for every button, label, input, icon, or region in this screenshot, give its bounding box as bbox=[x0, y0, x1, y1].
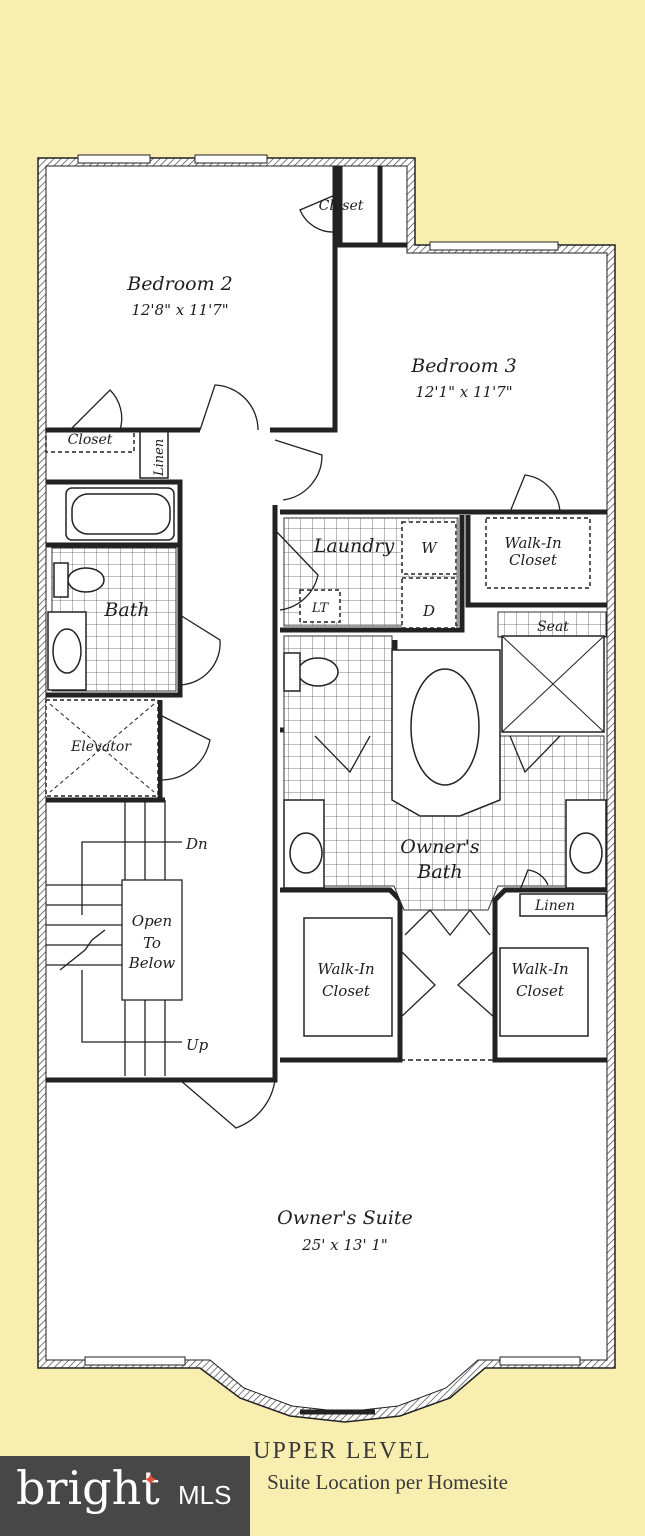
linen-left-label: Linen bbox=[152, 439, 167, 477]
owners-suite-label: Owner's Suite bbox=[277, 1207, 413, 1229]
bedroom3-dims: 12'1" x 11'7" bbox=[415, 383, 512, 401]
level-subtitle: Suite Location per Homesite bbox=[267, 1470, 508, 1494]
bath-label: Bath bbox=[103, 599, 149, 621]
doors bbox=[69, 194, 561, 1129]
level-title: UPPER LEVEL bbox=[253, 1438, 432, 1464]
laundry-label: Laundry bbox=[313, 535, 395, 557]
linen-right-label: Linen bbox=[534, 898, 575, 914]
owners-bath-label-1: Owner's bbox=[400, 836, 480, 858]
logo-star-icon: ✦ bbox=[143, 1470, 159, 1491]
bedroom3-label: Bedroom 3 bbox=[410, 355, 516, 377]
owners-toilet-icon bbox=[297, 657, 339, 687]
elevator-label: Elevator bbox=[70, 739, 132, 755]
left-vanity-icon bbox=[283, 799, 325, 889]
windows bbox=[77, 154, 581, 1415]
walkin-left-label-1: Walk-In bbox=[317, 960, 374, 978]
logo-brand-text: bright bbox=[16, 1461, 160, 1515]
washer-label: W bbox=[421, 539, 438, 557]
seat-label: Seat bbox=[537, 619, 569, 635]
open-below-label-2: To bbox=[143, 934, 161, 952]
elevator-car bbox=[45, 699, 159, 797]
soaking-tub-icon bbox=[391, 649, 501, 817]
bedroom2-dims: 12'8" x 11'7" bbox=[131, 301, 228, 319]
bathtub-icon bbox=[65, 487, 175, 541]
walkin-upper-label-1: Walk-In bbox=[504, 534, 561, 552]
logo-suffix-text: MLS bbox=[178, 1480, 232, 1510]
walkin-right-label-1: Walk-In bbox=[511, 960, 568, 978]
washer-icon bbox=[401, 521, 457, 575]
brand-logo bbox=[0, 1456, 250, 1536]
open-below-label-3: Below bbox=[128, 954, 176, 972]
staircase bbox=[46, 800, 183, 1076]
dryer-label: D bbox=[422, 602, 435, 620]
bedroom2-label: Bedroom 2 bbox=[126, 273, 232, 295]
walkin-upper-label-2: Closet bbox=[509, 551, 558, 569]
walkin-right-label-2: Closet bbox=[516, 982, 565, 1000]
dryer-icon bbox=[401, 577, 457, 629]
closet-left-label: Closet bbox=[68, 432, 113, 448]
closet-top-label: Closet bbox=[319, 198, 364, 214]
sink-icon bbox=[47, 611, 87, 691]
owners-bath-label-2: Bath bbox=[416, 861, 462, 883]
stairs-dn-label: Dn bbox=[185, 835, 208, 853]
toilet-icon bbox=[67, 567, 105, 593]
owners-suite-dims: 25' x 13' 1" bbox=[301, 1236, 388, 1254]
open-below-label-1: Open bbox=[132, 912, 172, 930]
fixtures bbox=[45, 429, 607, 1037]
laundry-tub-label: LT bbox=[311, 601, 330, 616]
walkin-left-label-2: Closet bbox=[322, 982, 371, 1000]
stairs-up-label: Up bbox=[186, 1036, 209, 1054]
laundry-tub-icon bbox=[299, 589, 341, 623]
